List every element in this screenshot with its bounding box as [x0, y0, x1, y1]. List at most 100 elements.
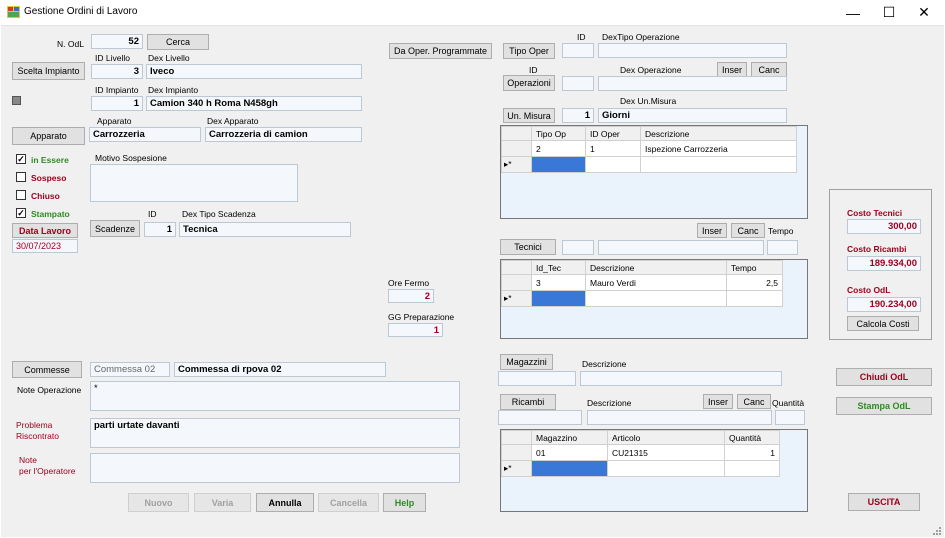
nuovo-button[interactable]: Nuovo: [128, 493, 189, 512]
odl-number-field[interactable]: 52: [91, 34, 143, 49]
tipo-oper-button[interactable]: Tipo Oper: [503, 43, 555, 59]
stampa-odl-button[interactable]: Stampa OdL: [836, 397, 932, 415]
magazzini-button[interactable]: Magazzini: [500, 354, 553, 370]
selected-cell[interactable]: [531, 156, 586, 173]
tipo-oper-id-field[interactable]: [562, 43, 594, 58]
operazione-id-field[interactable]: [562, 76, 594, 91]
row-header-cell[interactable]: [501, 444, 532, 461]
costo-ricambi-field[interactable]: 189.934,00: [847, 256, 921, 271]
new-row-marker[interactable]: ▸*: [501, 290, 532, 307]
costo-odl-field[interactable]: 190.234,00: [847, 297, 921, 312]
grid-cell[interactable]: 1: [585, 140, 641, 157]
ore-fermo-field[interactable]: 2: [388, 289, 434, 303]
grid-column-header[interactable]: Articolo: [607, 430, 725, 445]
cancella-button[interactable]: Cancella: [318, 493, 379, 512]
da-oper-programmate-button[interactable]: Da Oper. Programmate: [389, 43, 492, 59]
grid-column-header[interactable]: Tempo: [726, 260, 783, 275]
grid-column-header[interactable]: Tipo Op: [531, 126, 586, 141]
scadenza-id-field[interactable]: 1: [144, 222, 176, 237]
commessa-descr-field[interactable]: Commessa di rpova 02: [174, 362, 386, 377]
close-button[interactable]: ✕: [918, 4, 930, 20]
grid-cell[interactable]: 2,5: [726, 274, 783, 291]
selected-cell[interactable]: [531, 460, 608, 477]
operazioni-canc-button[interactable]: Canc: [751, 62, 787, 77]
operazioni-inser-button[interactable]: Inser: [717, 62, 747, 77]
in-essere-checkbox[interactable]: ✓: [16, 154, 26, 164]
grid-cell[interactable]: CU21315: [607, 444, 725, 461]
grid-cell[interactable]: [585, 290, 727, 307]
table-row[interactable]: 01 CU21315 1: [501, 444, 780, 461]
dex-livello-field[interactable]: Iveco: [146, 64, 362, 79]
grid-cell[interactable]: Mauro Verdi: [585, 274, 727, 291]
commessa-code-field[interactable]: Commessa 02: [90, 362, 170, 377]
maximize-button[interactable]: ☐: [882, 4, 896, 20]
grid-cell[interactable]: 3: [531, 274, 586, 291]
ricambio-quantita-field[interactable]: [775, 410, 805, 425]
grid-column-header[interactable]: Id_Tec: [531, 260, 586, 275]
tecnici-button[interactable]: Tecnici: [500, 239, 556, 255]
new-row-marker[interactable]: ▸*: [501, 460, 532, 477]
resize-grip-icon[interactable]: [930, 524, 942, 536]
note-operatore-field[interactable]: [90, 453, 460, 483]
tecnici-canc-button[interactable]: Canc: [731, 223, 765, 238]
costo-tecnici-field[interactable]: 300,00: [847, 219, 921, 234]
problema-riscontrato-field[interactable]: parti urtate davanti: [90, 418, 460, 448]
grid-column-header[interactable]: ID Oper: [585, 126, 641, 141]
grid-column-header[interactable]: Magazzino: [531, 430, 608, 445]
grid-cell[interactable]: 01: [531, 444, 608, 461]
note-operazione-field[interactable]: *: [90, 381, 460, 411]
motivo-sospesione-field[interactable]: [90, 164, 298, 202]
magazzino-descr-field[interactable]: [580, 371, 782, 386]
dex-tipo-operazione-field[interactable]: [598, 43, 787, 58]
chiuso-checkbox[interactable]: [16, 190, 26, 200]
dex-impianto-field[interactable]: Camion 340 h Roma N458gh: [146, 96, 362, 111]
grid-column-header[interactable]: Descrizione: [640, 126, 797, 141]
id-impianto-field[interactable]: 1: [91, 96, 143, 111]
ricambio-descr-field[interactable]: [587, 410, 772, 425]
row-header-cell[interactable]: [501, 274, 532, 291]
commesse-button[interactable]: Commesse: [12, 361, 82, 378]
stampato-checkbox[interactable]: ✓: [16, 208, 26, 218]
ricambi-button[interactable]: Ricambi: [500, 394, 556, 410]
id-livello-field[interactable]: 3: [91, 64, 143, 79]
dex-operazione-field[interactable]: [598, 76, 787, 91]
un-misura-button[interactable]: Un. Misura: [503, 108, 555, 123]
selected-cell[interactable]: [531, 290, 586, 307]
grid-cell[interactable]: [724, 460, 780, 477]
magazzino-code-field[interactable]: [498, 371, 576, 386]
tecnici-inser-button[interactable]: Inser: [697, 223, 727, 238]
dex-tipo-scadenza-field[interactable]: Tecnica: [179, 222, 351, 237]
ricambi-grid[interactable]: Magazzino Articolo Quantità 01 CU21315 1…: [500, 429, 808, 512]
ricambi-inser-button[interactable]: Inser: [703, 394, 733, 409]
gg-preparazione-field[interactable]: 1: [388, 323, 443, 337]
apparato-button[interactable]: Apparato: [12, 127, 85, 145]
un-misura-id-field[interactable]: 1: [562, 108, 594, 123]
tecnico-id-field[interactable]: [562, 240, 594, 255]
new-row[interactable]: ▸*: [501, 156, 797, 173]
tecnico-tempo-field[interactable]: [767, 240, 798, 255]
apparato-field[interactable]: Carrozzeria: [89, 127, 201, 142]
tecnico-descr-field[interactable]: [598, 240, 764, 255]
chiudi-odl-button[interactable]: Chiudi OdL: [836, 368, 932, 386]
new-row[interactable]: ▸*: [501, 460, 780, 477]
ricambi-canc-button[interactable]: Canc: [737, 394, 771, 409]
operazioni-grid[interactable]: Tipo Op ID Oper Descrizione 2 1 Ispezion…: [500, 125, 808, 219]
scadenze-button[interactable]: Scadenze: [90, 220, 140, 237]
grid-column-header[interactable]: Descrizione: [585, 260, 727, 275]
uscita-button[interactable]: USCITA: [848, 493, 920, 511]
minimize-button[interactable]: —: [846, 4, 860, 21]
un-misura-dex-field[interactable]: Giorni: [598, 108, 787, 123]
data-lavoro-button[interactable]: Data Lavoro: [12, 223, 78, 238]
annulla-button[interactable]: Annulla: [256, 493, 314, 512]
cerca-button[interactable]: Cerca: [147, 34, 209, 50]
grid-column-header[interactable]: Quantità: [724, 430, 780, 445]
grid-cell[interactable]: 1: [724, 444, 780, 461]
help-button[interactable]: Help: [383, 493, 426, 512]
data-lavoro-field[interactable]: 30/07/2023: [12, 239, 78, 253]
new-row[interactable]: ▸*: [501, 290, 783, 307]
operazioni-button[interactable]: Operazioni: [503, 75, 555, 91]
dex-apparato-field[interactable]: Carrozzeria di camion: [205, 127, 362, 142]
calcola-costi-button[interactable]: Calcola Costi: [847, 316, 919, 331]
varia-button[interactable]: Varia: [194, 493, 251, 512]
grid-cell[interactable]: [726, 290, 783, 307]
